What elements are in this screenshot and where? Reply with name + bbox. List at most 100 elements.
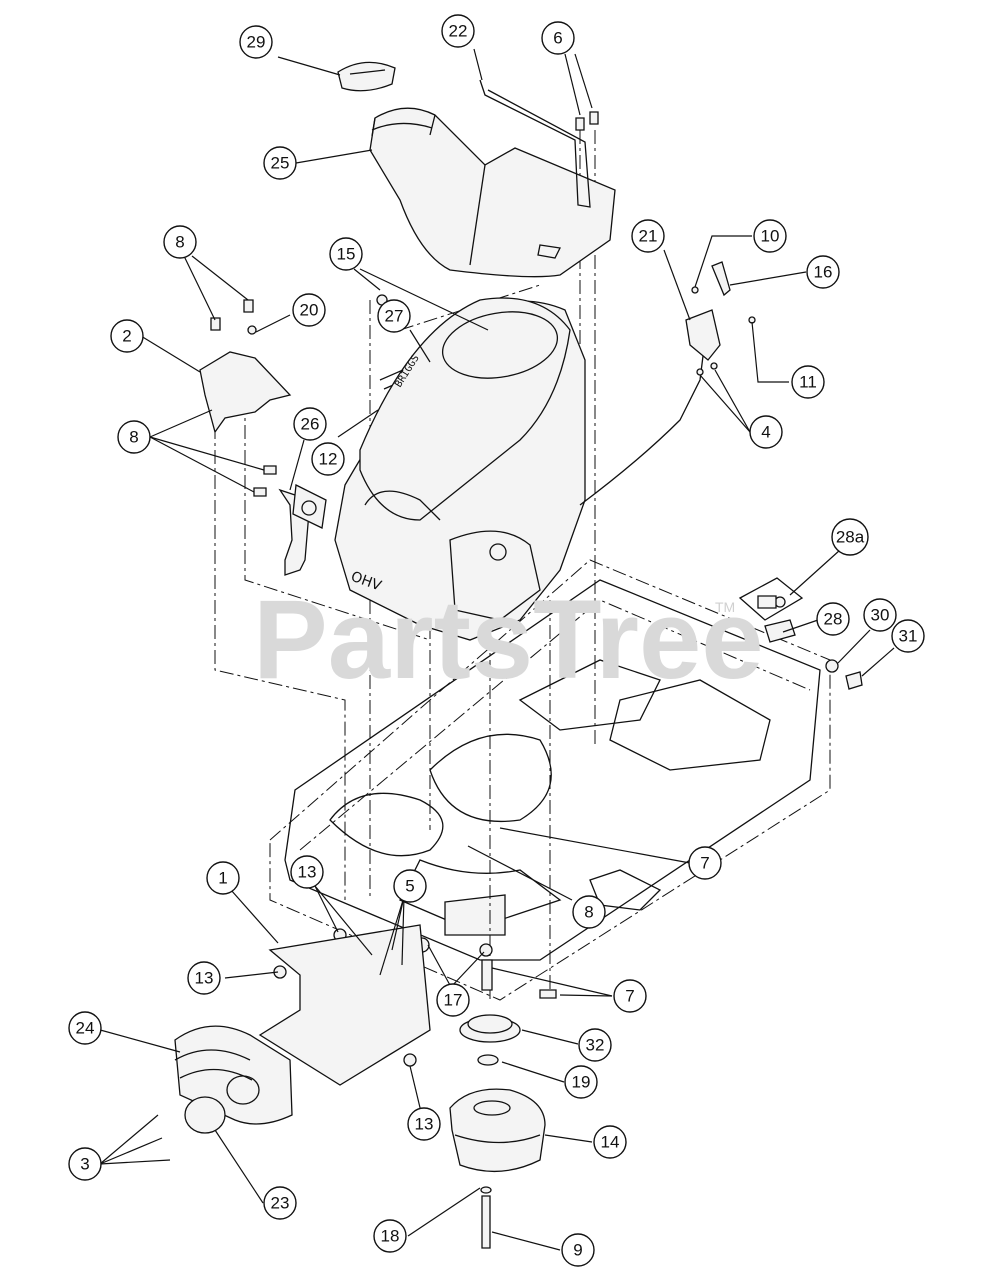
callout-label: 22 [449,22,468,41]
callout-label: 12 [319,450,338,469]
callout-28a: 28a [831,518,869,556]
callout-label: 8 [175,233,184,252]
callout-7: 7 [613,979,647,1013]
callout-28: 28 [816,602,850,636]
callout-4: 4 [749,415,783,449]
muffler-bracket [258,924,431,1086]
callout-circle [373,1219,407,1253]
gas-cap [337,61,396,92]
callout-circle [436,983,470,1017]
callout-circle [688,846,722,880]
callout-circle [816,602,850,636]
callout-circle [791,365,825,399]
callout-label: 28 [824,610,843,629]
callout-circle [407,1107,441,1141]
callout-circle [441,14,475,48]
callout-label: 17 [444,991,463,1010]
callout-label: 25 [271,154,290,173]
callout-label: 7 [625,987,634,1006]
callout-circle [110,319,144,353]
callout-20: 20 [292,293,326,327]
callout-circle [163,225,197,259]
callout-circle [263,1186,297,1220]
callout-circle [311,442,345,476]
callout-circle [564,1065,598,1099]
callout-circle [561,1233,595,1267]
callout-13: 13 [187,961,221,995]
electrical-parts [738,577,863,690]
callout-8: 8 [163,225,197,259]
callout-circle [206,861,240,895]
callout-circle [613,979,647,1013]
fuel-tank [369,107,616,278]
callout-circle [239,25,273,59]
callout-circle [578,1028,612,1062]
callout-11: 11 [791,365,825,399]
callout-1: 1 [206,861,240,895]
callout-9: 9 [561,1233,595,1267]
heat-shield [199,351,292,434]
pto-clutch [449,1088,546,1173]
callout-12: 12 [311,442,345,476]
callout-circle [292,293,326,327]
callout-29: 29 [239,25,273,59]
callout-label: 30 [871,606,890,625]
callout-label: 3 [80,1155,89,1174]
callout-label: 5 [405,877,414,896]
leader-lines [92,48,895,1251]
callout-circle [806,255,840,289]
callout-23: 23 [263,1186,297,1220]
callout-label: 8 [584,903,593,922]
callout-label: 4 [761,423,770,442]
callout-label: 26 [301,415,320,434]
callout-label: 13 [195,969,214,988]
callout-15: 15 [329,237,363,271]
callout-30: 30 [863,598,897,632]
callout-17: 17 [436,983,470,1017]
callout-label: 1 [218,869,227,888]
callout-label: 19 [572,1073,591,1092]
callout-8: 8 [117,420,151,454]
callout-31: 31 [891,619,925,653]
callout-circle [891,619,925,653]
frame-chassis [269,559,831,1001]
clutch-bolt [480,1186,492,1249]
callout-label: 10 [761,227,780,246]
callout-circle [377,299,411,333]
callout-circle [593,1125,627,1159]
callout-circle [831,518,869,556]
callout-label: 29 [247,33,266,52]
watermark-text: PartsTree [253,577,764,702]
callout-26: 26 [293,407,327,441]
callout-label: 2 [122,327,131,346]
callout-circle [863,598,897,632]
callout-circle [117,420,151,454]
callout-27: 27 [377,299,411,333]
callout-label: 21 [639,227,658,246]
callout-circle [572,895,606,929]
callout-circle [749,415,783,449]
callout-13: 13 [290,855,324,889]
callout-21: 21 [631,219,665,253]
callout-7: 7 [688,846,722,880]
pulley [459,1014,521,1066]
callout-14: 14 [593,1125,627,1159]
callout-label: 24 [76,1019,95,1038]
engine: BRIGGS OHV [334,297,586,641]
callout-13: 13 [407,1107,441,1141]
callout-32: 32 [578,1028,612,1062]
muffler [174,1025,293,1134]
callout-label: 20 [300,301,319,320]
callout-24: 24 [68,1011,102,1045]
callout-circle [631,219,665,253]
callout-19: 19 [564,1065,598,1099]
callout-label: 9 [573,1241,582,1260]
callout-circle [290,855,324,889]
callout-circle [393,869,427,903]
callout-2: 2 [110,319,144,353]
fuel-line [479,79,591,208]
callout-22: 22 [441,14,475,48]
callout-label: 15 [337,245,356,264]
